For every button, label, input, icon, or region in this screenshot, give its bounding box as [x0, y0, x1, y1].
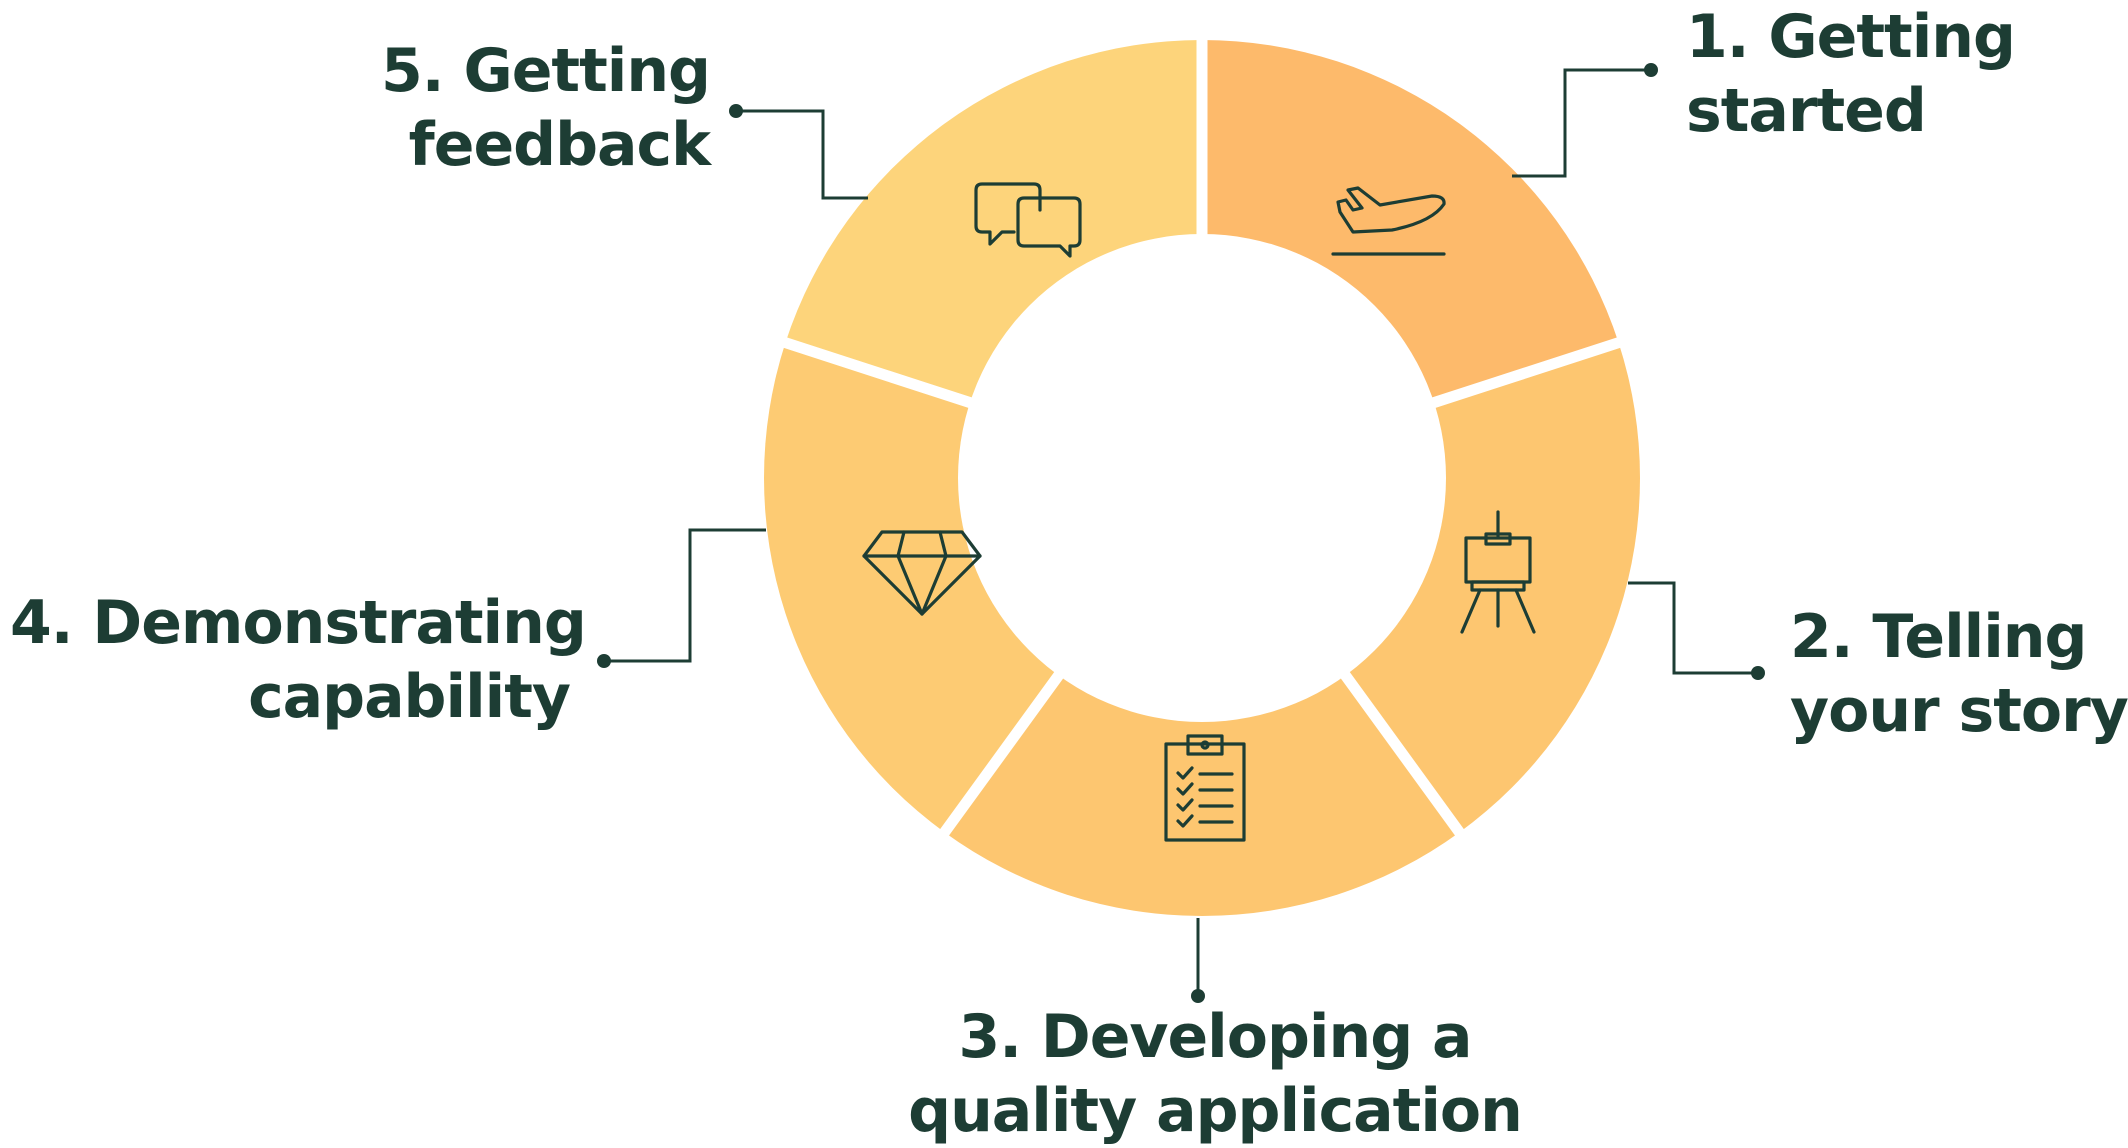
connector-getting-started	[1512, 68, 1651, 178]
center-hole	[958, 234, 1446, 722]
label-developing-line1: 3. Developing a	[958, 1002, 1472, 1072]
label-getting-feedback-line2: feedback	[408, 110, 711, 180]
label-telling-your-story-line2: your story	[1790, 676, 2128, 746]
airplane-takeoff-icon	[1331, 186, 1446, 256]
connector-developing-application-dot	[1191, 989, 1205, 1003]
label-telling-your-story: 2. Telling your story	[1790, 600, 2128, 748]
chat-bubbles-icon	[974, 182, 1082, 258]
label-getting-started: 1. Getting started	[1686, 0, 2016, 148]
connector-telling-your-story	[1628, 581, 1758, 675]
label-demonstrating-line2: capability	[248, 662, 571, 732]
connector-getting-feedback	[736, 109, 868, 200]
label-demonstrating-line1: 4. Demonstrating	[10, 588, 587, 658]
segment-separator	[1427, 334, 1628, 410]
connector-getting-feedback-dot	[729, 104, 743, 118]
segment-separators	[776, 32, 1628, 843]
connector-demonstrating-capability-dot	[597, 654, 611, 668]
label-getting-started-line1: 1. Getting	[1686, 2, 2016, 72]
label-developing-line2: quality application	[908, 1076, 1523, 1146]
diamond-icon	[862, 530, 982, 616]
connector-getting-started-dot	[1644, 63, 1658, 77]
label-getting-started-line2: started	[1686, 76, 1927, 146]
segment-separator	[935, 668, 1066, 843]
label-developing-quality-application: 3. Developing a quality application	[900, 1000, 1530, 1148]
connector-demonstrating-capability	[604, 528, 766, 663]
segment-separator	[1338, 668, 1469, 843]
segment-icons	[862, 182, 1536, 842]
connector-telling-your-story-dot	[1751, 666, 1765, 680]
label-getting-feedback: 5. Getting feedback	[330, 34, 711, 182]
segment-separator	[776, 334, 977, 410]
label-connectors	[597, 63, 1765, 1003]
clipboard-checklist-icon	[1164, 734, 1246, 842]
label-telling-your-story-line1: 2. Telling	[1790, 602, 2087, 672]
label-demonstrating-capability: 4. Demonstrating capability	[10, 586, 587, 734]
label-getting-feedback-line1: 5. Getting	[381, 36, 711, 106]
easel-icon	[1460, 510, 1536, 634]
